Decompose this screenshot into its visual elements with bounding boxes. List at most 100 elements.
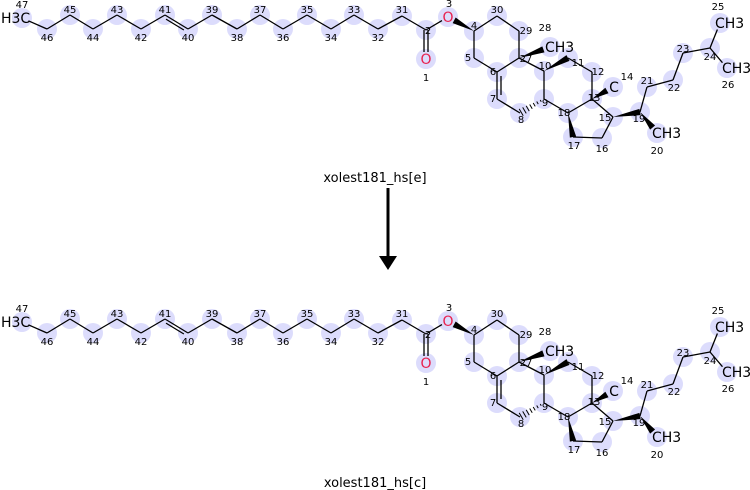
product-caption: xolest181_hs[c]: [324, 476, 426, 490]
atom-symbol: CH3: [652, 430, 681, 446]
atom-number: 13: [588, 397, 601, 408]
reactant-molecule: H3C47464544434241403938373635343332312O1…: [1, 0, 750, 157]
hash-bond: [532, 406, 536, 411]
atom-number: 22: [668, 387, 681, 398]
bond: [473, 319, 498, 336]
atom-number: 10: [539, 61, 552, 72]
wedge-bond: [519, 350, 545, 362]
atom-highlight: [416, 353, 436, 373]
wedge-bond: [544, 359, 570, 375]
wedge-bond: [544, 55, 570, 71]
bond: [116, 14, 142, 30]
bond: [672, 52, 684, 81]
atom-symbol: H3C: [1, 11, 30, 27]
atom-number: 8: [518, 115, 524, 126]
atom-number: 4: [471, 21, 477, 32]
atom-symbol: CH3: [545, 40, 574, 56]
atom-number: 31: [396, 309, 409, 320]
atom-number: 40: [182, 33, 195, 44]
atom-number: 19: [633, 418, 646, 429]
bond: [353, 14, 379, 30]
wedge-bond: [613, 412, 641, 421]
atom-highlight: [438, 311, 458, 331]
bond: [46, 318, 71, 334]
bond: [259, 318, 284, 334]
atom-number: 19: [633, 114, 646, 125]
atom-number: 29: [520, 330, 533, 341]
atom-symbol: CH3: [545, 344, 574, 360]
atom-symbol: O: [420, 356, 431, 372]
bond: [601, 116, 614, 139]
atom-highlight: [540, 37, 560, 57]
atom-number: 18: [558, 108, 571, 119]
atom-number: 1: [423, 73, 429, 84]
atom-highlight: [710, 13, 730, 33]
atom-number: 14: [621, 376, 634, 387]
bond: [496, 402, 521, 418]
atom-highlight: [438, 7, 458, 27]
atom-symbol: CH3: [715, 320, 744, 336]
bond: [572, 440, 603, 443]
atom-number: 14: [621, 72, 634, 83]
wedge-bond: [568, 113, 577, 138]
atom-number: 45: [64, 5, 77, 16]
atom-number: 24: [704, 356, 717, 367]
bond: [709, 47, 723, 64]
bond: [672, 356, 684, 385]
bond: [518, 361, 545, 376]
hash-bond: [536, 405, 539, 409]
wedge-bond: [613, 108, 641, 117]
atom-number: 17: [568, 141, 581, 152]
atom-number: 12: [592, 371, 605, 382]
bond: [401, 319, 427, 335]
atom-number: 42: [135, 33, 148, 44]
atom-number: 28: [539, 327, 552, 338]
bond: [496, 57, 520, 73]
bond: [572, 136, 603, 139]
atom-number: 34: [325, 337, 338, 348]
atom-number: 27: [520, 358, 533, 369]
atom-number: 30: [491, 309, 504, 320]
bond: [116, 318, 142, 334]
atom-number: 11: [572, 58, 585, 69]
hash-bond: [536, 101, 539, 105]
bond: [646, 383, 674, 392]
atom-number: 36: [277, 337, 290, 348]
bond: [211, 318, 238, 334]
bond: [330, 318, 355, 334]
atom-number: 20: [651, 450, 664, 461]
atom-number: 9: [542, 98, 548, 109]
bond: [330, 14, 355, 30]
atom-number: 33: [348, 5, 361, 16]
atom-number: 2: [425, 330, 431, 341]
atom-symbol: CH3: [652, 126, 681, 142]
atom-number: 38: [231, 33, 244, 44]
bond: [473, 361, 498, 377]
bond: [682, 351, 711, 358]
hash-bond: [522, 411, 527, 418]
atom-number: 47: [16, 304, 29, 315]
bond: [306, 318, 332, 334]
atom-highlight: [603, 381, 623, 401]
bond: [543, 98, 569, 114]
atom-number: 36: [277, 33, 290, 44]
bond: [165, 18, 185, 31]
bond: [187, 14, 213, 30]
bond: [211, 14, 238, 30]
hash-bond: [522, 107, 527, 114]
atom-number: 2: [425, 26, 431, 37]
bond: [709, 333, 719, 353]
wedge-bond: [640, 416, 656, 434]
atom-number: 7: [490, 94, 496, 105]
atom-highlight: [603, 77, 623, 97]
atom-number: 44: [87, 33, 100, 44]
bond: [140, 318, 166, 334]
atom-number: 25: [712, 2, 725, 13]
bond: [69, 14, 94, 30]
bond: [543, 402, 569, 418]
atom-symbol: H3C: [1, 315, 30, 331]
bond: [282, 14, 308, 30]
wedge-bond: [592, 87, 609, 99]
bond: [306, 14, 332, 30]
